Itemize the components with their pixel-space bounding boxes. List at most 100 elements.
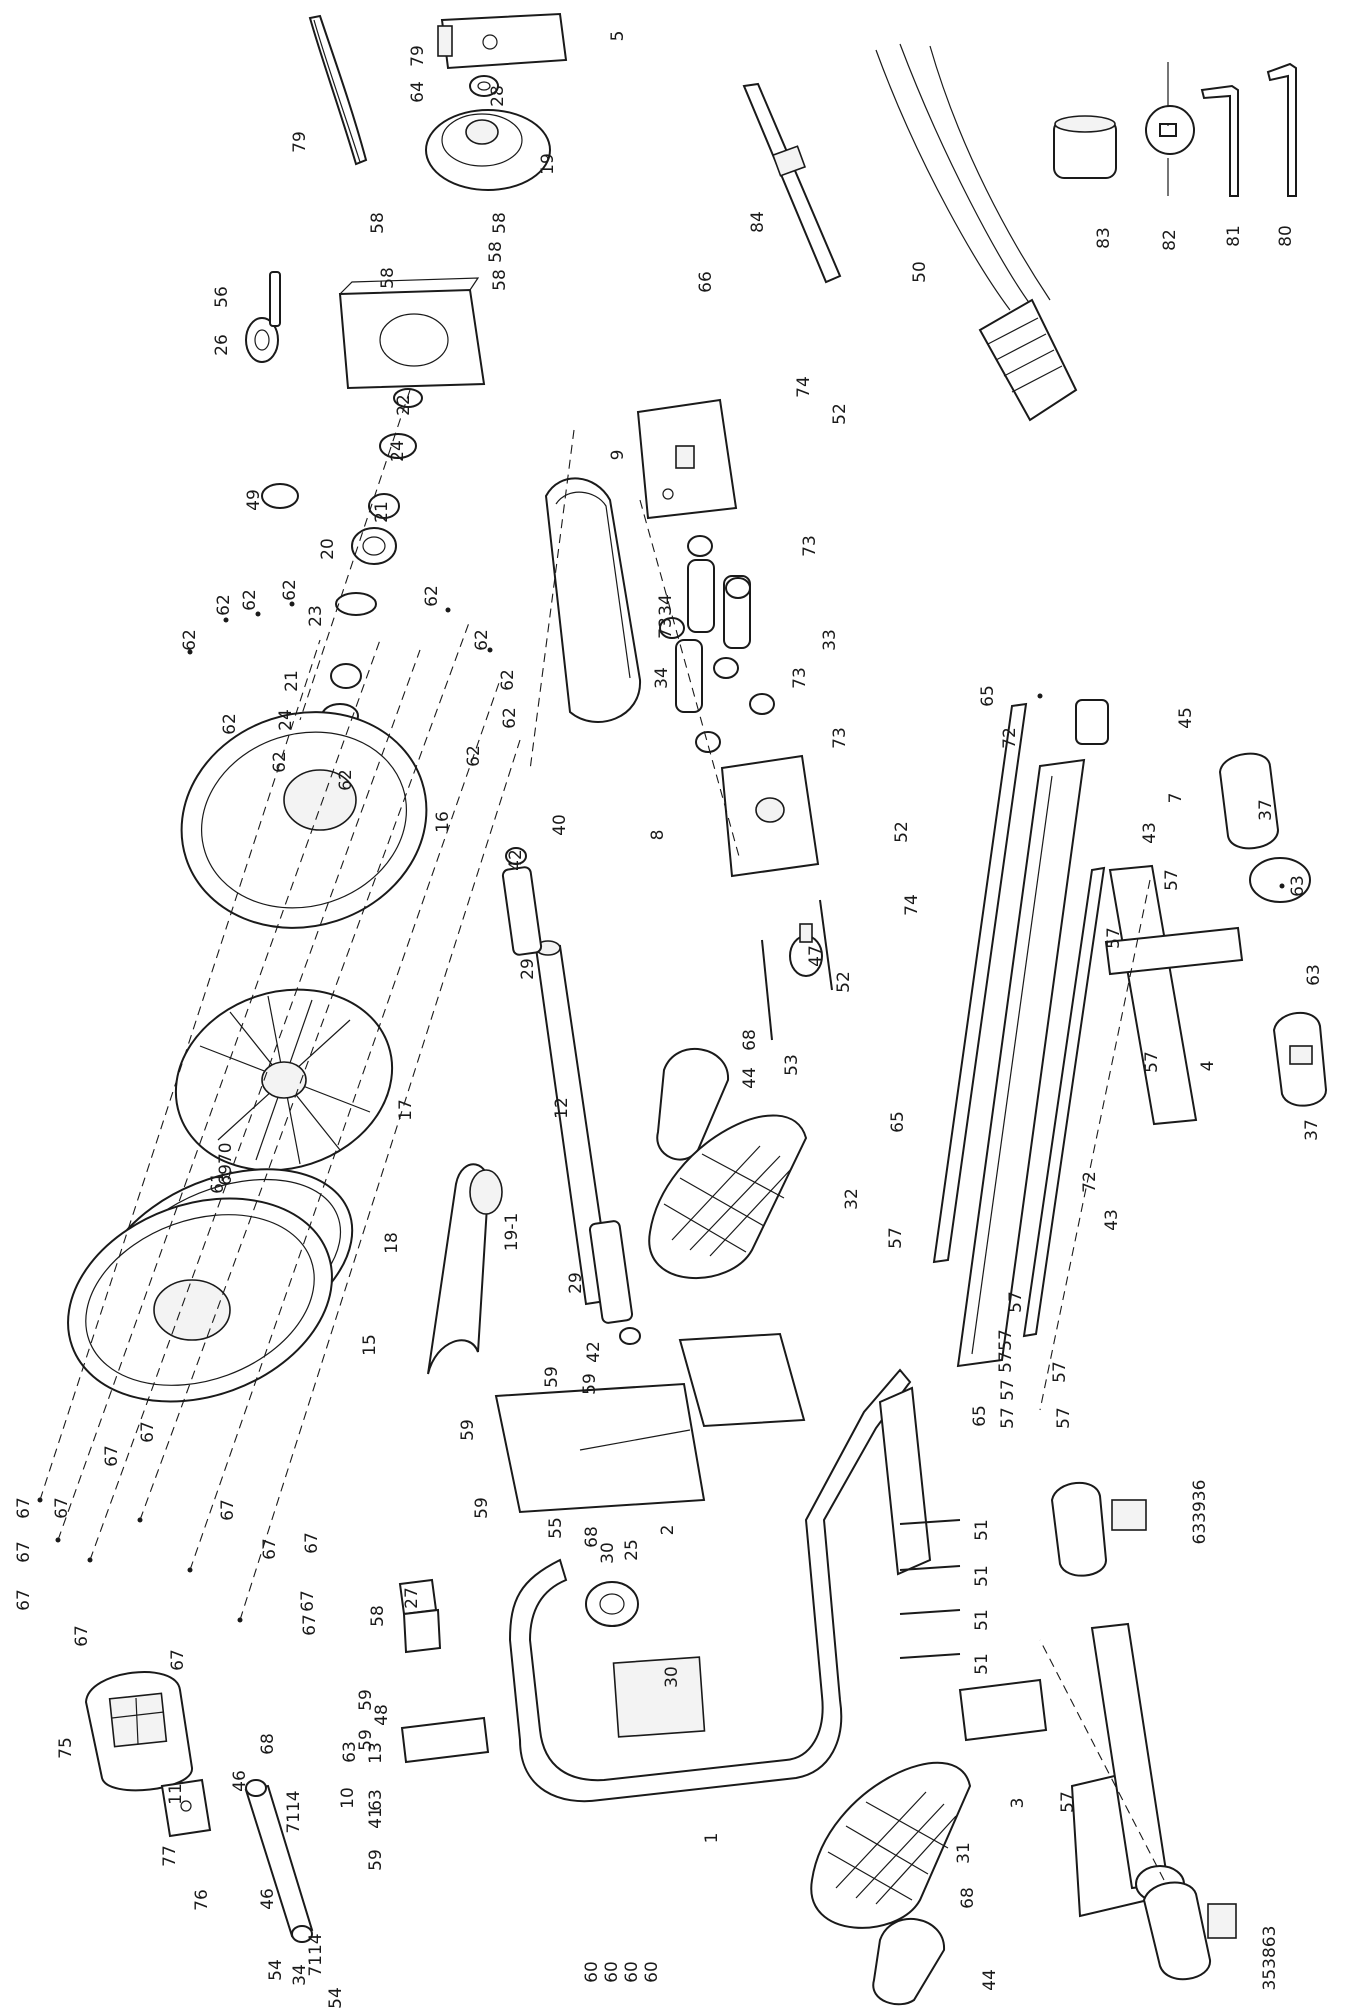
part-16-flywheel [180, 711, 428, 929]
part-label-l7114a: 7114 [284, 1790, 304, 1833]
part-label-l83: 83 [1094, 227, 1114, 249]
part-40-seat [544, 477, 642, 723]
part-label-l67l: 67 [298, 1590, 318, 1612]
part-label-l67j: 67 [260, 1538, 280, 1560]
part-label-l74a: 74 [794, 376, 814, 398]
part-23-ring [335, 592, 377, 616]
part-label-l11: 11 [166, 1783, 186, 1805]
part-label-l55: 55 [546, 1517, 566, 1539]
part-10-arm [244, 1779, 314, 1943]
part-label-l42a: 42 [506, 849, 526, 871]
part-51-bolts [899, 1519, 961, 1659]
part-label-l67i: 67 [218, 1499, 238, 1521]
part-label-l20: 20 [318, 538, 338, 560]
part-label-l633936: 633936 [1190, 1480, 1210, 1545]
part-label-l65c: 65 [970, 1405, 990, 1427]
part-label-l57g: 57 [996, 1351, 1016, 1373]
part-label-l27: 27 [402, 1587, 422, 1609]
part-12-rail [501, 847, 641, 1345]
part-label-l21a: 21 [372, 501, 392, 523]
part-label-l34a: 34 [656, 594, 676, 616]
part-label-l23: 23 [306, 605, 326, 627]
part-label-l67g: 67 [138, 1421, 158, 1443]
part-49-cap [261, 483, 299, 509]
part-label-l34c: 34 [290, 1964, 310, 1986]
part-label-l60d: 60 [642, 1961, 662, 1983]
part-label-l52c: 52 [834, 971, 854, 993]
part-label-l62j: 62 [220, 713, 240, 735]
part-label-l74b: 74 [902, 894, 922, 916]
part-26-roller [245, 317, 279, 363]
part-22-washer [393, 388, 423, 408]
assembly-lines [39, 389, 1165, 1881]
part-label-l65a: 65 [978, 685, 998, 707]
part-label-l60c: 60 [622, 1961, 642, 1983]
part-20-hub [351, 527, 397, 565]
part-label-l59e: 59 [356, 1689, 376, 1711]
part-label-l59f: 59 [356, 1729, 376, 1751]
part-label-l57d: 57 [886, 1227, 906, 1249]
part-label-l4: 4 [1198, 1061, 1218, 1072]
part-81-hex-key [1200, 84, 1239, 197]
part-label-l67a: 67 [14, 1497, 34, 1519]
part-5-plate [437, 12, 568, 70]
part-37a-end-cap [1218, 752, 1280, 850]
part-label-l68d: 68 [958, 1887, 978, 1909]
part-label-l59g: 59 [366, 1849, 386, 1871]
part-label-l62l: 62 [336, 769, 356, 791]
part-label-l22: 22 [394, 394, 414, 416]
part-label-l63a: 63 [1288, 875, 1308, 897]
part-label-l44b: 44 [980, 1969, 1000, 1991]
part-1-main-frame [508, 1368, 932, 1803]
part-21b-bearing [330, 663, 362, 689]
part-label-l58f: 58 [368, 1605, 388, 1627]
part-label-l65b: 65 [888, 1111, 908, 1133]
part-label-l59b: 59 [580, 1373, 600, 1395]
part-label-l25: 25 [622, 1539, 642, 1561]
part-label-l43b: 43 [1102, 1209, 1122, 1231]
part-number-labels: 1234578910111213151617181919-12021212223… [14, 31, 1324, 2009]
part-label-l40: 40 [550, 814, 570, 836]
part-label-l63d: 63 [366, 1789, 386, 1811]
part-label-l15: 15 [360, 1334, 380, 1356]
part-8-seat-bracket [720, 754, 820, 878]
part-label-l30a: 30 [598, 1542, 618, 1564]
part-label-l67d: 67 [52, 1497, 72, 1519]
part-label-l81: 81 [1224, 225, 1244, 247]
part-label-l73c: 73 [790, 667, 810, 689]
part-label-l67c: 67 [14, 1589, 34, 1611]
part-label-l16: 16 [433, 811, 453, 833]
part-label-l62k: 62 [270, 751, 290, 773]
part-label-l72b: 72 [1080, 1171, 1100, 1193]
part-label-l57k: 57 [1054, 1407, 1074, 1429]
part-label-l24a: 24 [388, 440, 408, 462]
part-label-l62d: 62 [280, 579, 300, 601]
diagram-parts [67, 12, 1328, 2006]
part-11-console-arm [160, 1778, 212, 1838]
part-label-l3: 3 [1008, 1798, 1028, 1809]
part-label-l51d: 51 [972, 1653, 992, 1675]
part-label-l57h: 57 [1050, 1361, 1070, 1383]
part-label-l37b: 37 [1302, 1119, 1322, 1141]
part-label-l79a: 79 [290, 131, 310, 153]
part-80-hex-key [1266, 62, 1297, 197]
part-label-l28: 28 [488, 85, 508, 107]
part-label-l353863: 353863 [1260, 1926, 1280, 1991]
part-label-l26: 26 [212, 334, 232, 356]
part-label-l58c: 58 [486, 241, 506, 263]
part-label-l58d: 58 [378, 267, 398, 289]
part-label-l42b: 42 [584, 1341, 604, 1363]
part-9-seat-bracket [636, 398, 738, 520]
part-label-l51c: 51 [972, 1609, 992, 1631]
part-27-pulley [398, 1578, 442, 1654]
part-label-l12: 12 [552, 1097, 572, 1119]
part-label-l79b: 79 [408, 45, 428, 67]
part-label-l21b: 21 [282, 670, 302, 692]
part-3-stabilizer [958, 1622, 1185, 1918]
part-label-l60a: 60 [582, 1961, 602, 1983]
part-83-end-cap [1053, 115, 1117, 179]
part-label-l68b: 68 [582, 1526, 602, 1548]
part-label-l63b: 63 [1304, 964, 1324, 986]
part-label-l13: 13 [366, 1742, 386, 1764]
